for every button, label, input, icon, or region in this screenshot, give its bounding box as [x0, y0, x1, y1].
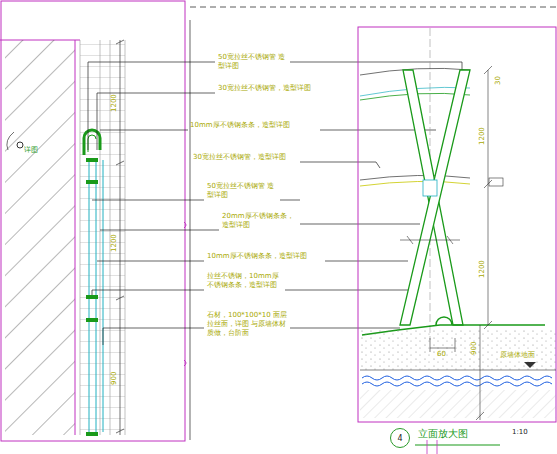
dimension-text: 30: [494, 76, 503, 85]
callout-text: 30宽拉丝不锈钢管，造型详图: [218, 84, 311, 93]
drawing-title: 立面放大图: [418, 428, 468, 440]
dimension-text: 1200: [478, 260, 487, 278]
index-number: 4: [397, 434, 402, 443]
callout-text: 拉丝不锈钢，10mm厚 不锈钢条条，造型详图: [207, 272, 285, 290]
callout-text: 10mm厚不锈钢条条，造型详图: [190, 121, 290, 130]
dimension-text: 900: [110, 372, 119, 385]
callout-text: 详图: [24, 146, 38, 155]
callout-text: 50宽拉丝不锈钢管 造型详图: [207, 182, 279, 200]
dimension-text: 1200: [110, 234, 119, 252]
callout-text: 石材，100*100*10 面层拉丝面，详图 与原墙体材质做，台阶面: [207, 311, 289, 338]
callout-text: 原墙体地面: [500, 351, 535, 360]
callout-text: 30宽拉丝不锈钢管，造型详图: [193, 153, 286, 162]
index-circle: 4: [390, 428, 410, 448]
callout-text: 10mm厚不锈钢条条，造型详图: [207, 252, 307, 261]
callout-text: 50宽拉丝不锈钢管 造型详图: [218, 53, 288, 71]
dimension-text: 1200: [478, 127, 487, 145]
dimension-text: 1200: [110, 94, 119, 112]
callout-text: 20mm厚不锈钢条条， 造型详图: [222, 212, 300, 230]
callout-text: 60: [437, 350, 446, 359]
dimension-text: 900: [470, 342, 479, 355]
callout-text: 1:10: [512, 428, 528, 437]
